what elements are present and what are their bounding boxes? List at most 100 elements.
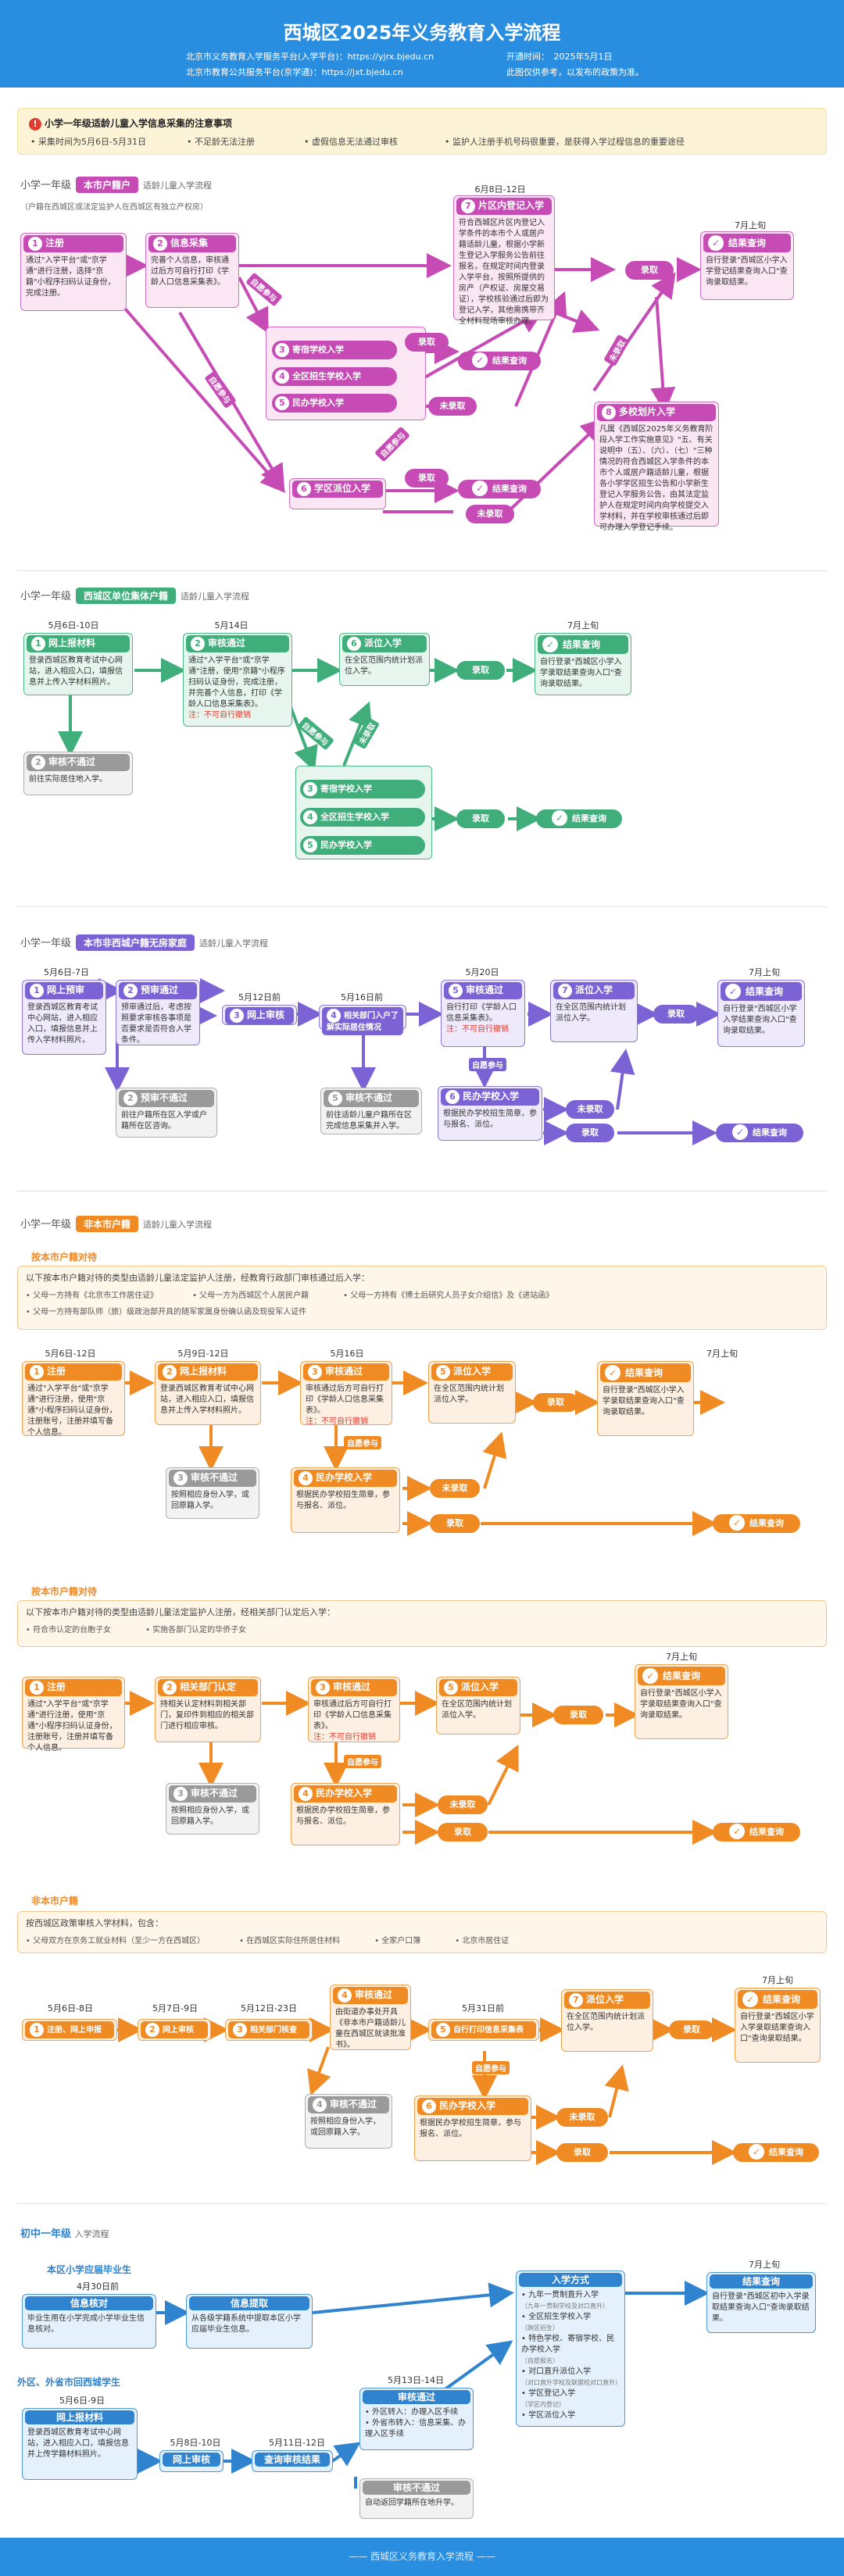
s5-info-extract: 信息提取从各级学籍系统中提取本区小学应届毕业生信息。 <box>186 2294 313 2349</box>
s5-sub2: 外区、外省市回西城学生 <box>17 2377 121 2388</box>
s3-admit: 录取 <box>653 1005 699 1024</box>
s3-result: ✓结果查询自行登录"西城区小学入学结果查询入口"查询录取结果。 <box>717 980 805 1047</box>
s4c-d5: 5月31日前 <box>462 2003 504 2013</box>
s4c-voluntary: 自愿参与 <box>472 2061 510 2074</box>
s5-method-item: • 学区派位入学 <box>521 2411 576 2420</box>
s3-d4: 5月16日前 <box>341 992 383 1002</box>
s4a-result-btn: ✓结果查询 <box>713 1514 800 1533</box>
s2-d1: 5月6日-10日 <box>48 620 99 631</box>
s4a-d1: 5月6日-12日 <box>45 1349 96 1359</box>
disclaimer: 此图仅供参考，以发布的政策为准。 <box>506 67 644 77</box>
s5-method-item: • 学区登记入学 <box>521 2389 576 2398</box>
s5-fail: 审核不通过自动返回学籍所在地升学。 <box>359 2478 474 2519</box>
s1-admit-2: 录取 <box>405 469 449 488</box>
s5-result: 结果查询自行登录"西城区初中入学录取结果查询入口"查询录取结果。 <box>706 2272 816 2333</box>
s5-end-date: 7月上旬 <box>749 2260 780 2270</box>
s5-method-item: • 对口直升派位入学 <box>521 2367 592 2376</box>
s4b-result-btn: ✓结果查询 <box>713 1823 800 1842</box>
section-1-subnote: （户籍在西城区或法定监护人在西城区有独立产权房） <box>20 203 208 212</box>
s4b-voluntary: 自愿参与 <box>344 1755 381 1768</box>
notice-item: • 虚假信息无法通过审核 <box>304 137 398 147</box>
s2-result: ✓结果查询自行登录"西城区小学入学录取结果查询入口"查询录取结果。 <box>535 633 631 695</box>
s2-admit-2: 录取 <box>456 809 505 828</box>
s4-part1-info: 以下按本市户籍对待的类型由适龄儿童法定监护人注册，经教育行政部门审核通过后入学：… <box>17 1266 827 1330</box>
s4a-admit: 录取 <box>533 1393 578 1412</box>
s5-d2: 5月6日-9日 <box>59 2396 105 2406</box>
section-3-heading: 小学一年级本市非西城户籍无房家庭适龄儿童入学流程 <box>20 934 268 951</box>
s3-d5: 5月20日 <box>465 967 499 977</box>
s4a-admit-2: 录取 <box>430 1514 480 1533</box>
s1-end-date: 7月上旬 <box>735 220 766 230</box>
s3-d1: 5月6日-7日 <box>44 967 89 977</box>
page-header: 西城区2025年义务教育入学流程 北京市义务教育入学服务平台(入学平台)：htt… <box>0 0 844 88</box>
s4b-result: ✓结果查询自行登录"西城区小学入学录取结果查询入口"查询录取结果。 <box>635 1664 728 1739</box>
s1-result: ✓结果查询自行登录"西城区小学入学登记结果查询入口"查询录取结果。 <box>700 231 794 300</box>
s4a-end-date: 7月上旬 <box>706 1349 738 1359</box>
s4b-admit: 录取 <box>553 1706 603 1724</box>
s5-method-item: • 九年一贯制直升入学 <box>521 2291 599 2299</box>
section-2-heading: 小学一年级西城区单位集体户籍适龄儿童入学流程 <box>20 588 249 604</box>
divider <box>17 570 827 571</box>
s4c-d2: 5月7日-9日 <box>152 2003 198 2013</box>
s4b-not-admit: 未录取 <box>438 1795 488 1814</box>
s3-d3: 5月12日前 <box>238 992 281 1002</box>
s4-part1-title: 按本市户籍对待 <box>31 1252 98 1263</box>
notice-item: • 监护人注册手机号码很重要，是获得入学过程信息的重要途径 <box>445 137 685 147</box>
s1-n7-date: 6月8日-12日 <box>474 184 526 195</box>
s3-end-date: 7月上旬 <box>749 967 780 977</box>
s5-sub1: 本区小学应届毕业生 <box>47 2264 132 2275</box>
s4c-result: ✓结果查询自行登录"西城区小学入学录取结果查询入口"查询录取结果。 <box>735 1988 821 2063</box>
section-4-heading: 小学一年级非本市户籍适龄儿童入学流程 <box>20 1216 212 1232</box>
notice-item: • 不足龄无法注册 <box>187 137 255 147</box>
divider <box>17 906 827 907</box>
s5-d4: 5月8日-10日 <box>170 2438 221 2448</box>
section-5-heading: 初中一年级 入学流程 <box>20 2228 109 2240</box>
notice-box: !小学一年级适龄儿童入学信息采集的注意事项 • 采集时间为5月6日-5月31日 … <box>17 108 827 155</box>
platform-2: 北京市教育公共服务平台(京学通)：https://jxt.bjedu.cn <box>186 67 403 77</box>
s2-end-date: 7月上旬 <box>567 620 599 631</box>
s5-d6: 5月13日-14日 <box>388 2375 444 2385</box>
s1-result-btn-2: ✓结果查询 <box>458 480 541 498</box>
s4c-admit-2: 录取 <box>556 2143 608 2162</box>
s4-part3-title: 非本市户籍 <box>31 1895 79 1906</box>
s5-online-review: 网上审核 <box>159 2450 224 2472</box>
s4-part3-info: 按西城区政策审核入学材料，包含： • 父母双方在京务工就业材料（至少一方在西城区… <box>17 1911 827 1953</box>
s4c-not-admit: 未录取 <box>556 2108 608 2127</box>
s4a-not-admit: 未录取 <box>430 1479 480 1498</box>
s4-part2-info: 以下按本市户籍对待的类型由适龄儿童法定监护人注册，经相关部门认定后入学： • 符… <box>17 1600 827 1647</box>
s5-info-check: 信息核对毕业生用在小学完成小学毕业生信息核对。 <box>22 2294 156 2349</box>
s4b-admit-2: 录取 <box>438 1823 488 1842</box>
divider <box>17 1191 827 1192</box>
s3-admit-2: 录取 <box>566 1124 614 1142</box>
s4c-result-btn: ✓结果查询 <box>733 2143 819 2162</box>
open-time: 开通时间： 2025年5月1日 <box>506 52 613 62</box>
s3-voluntary-label: 自愿参与 <box>469 1058 506 1071</box>
page-footer: —— 西城区义务教育入学流程 —— <box>0 2538 844 2576</box>
s2-admit: 录取 <box>456 661 505 680</box>
